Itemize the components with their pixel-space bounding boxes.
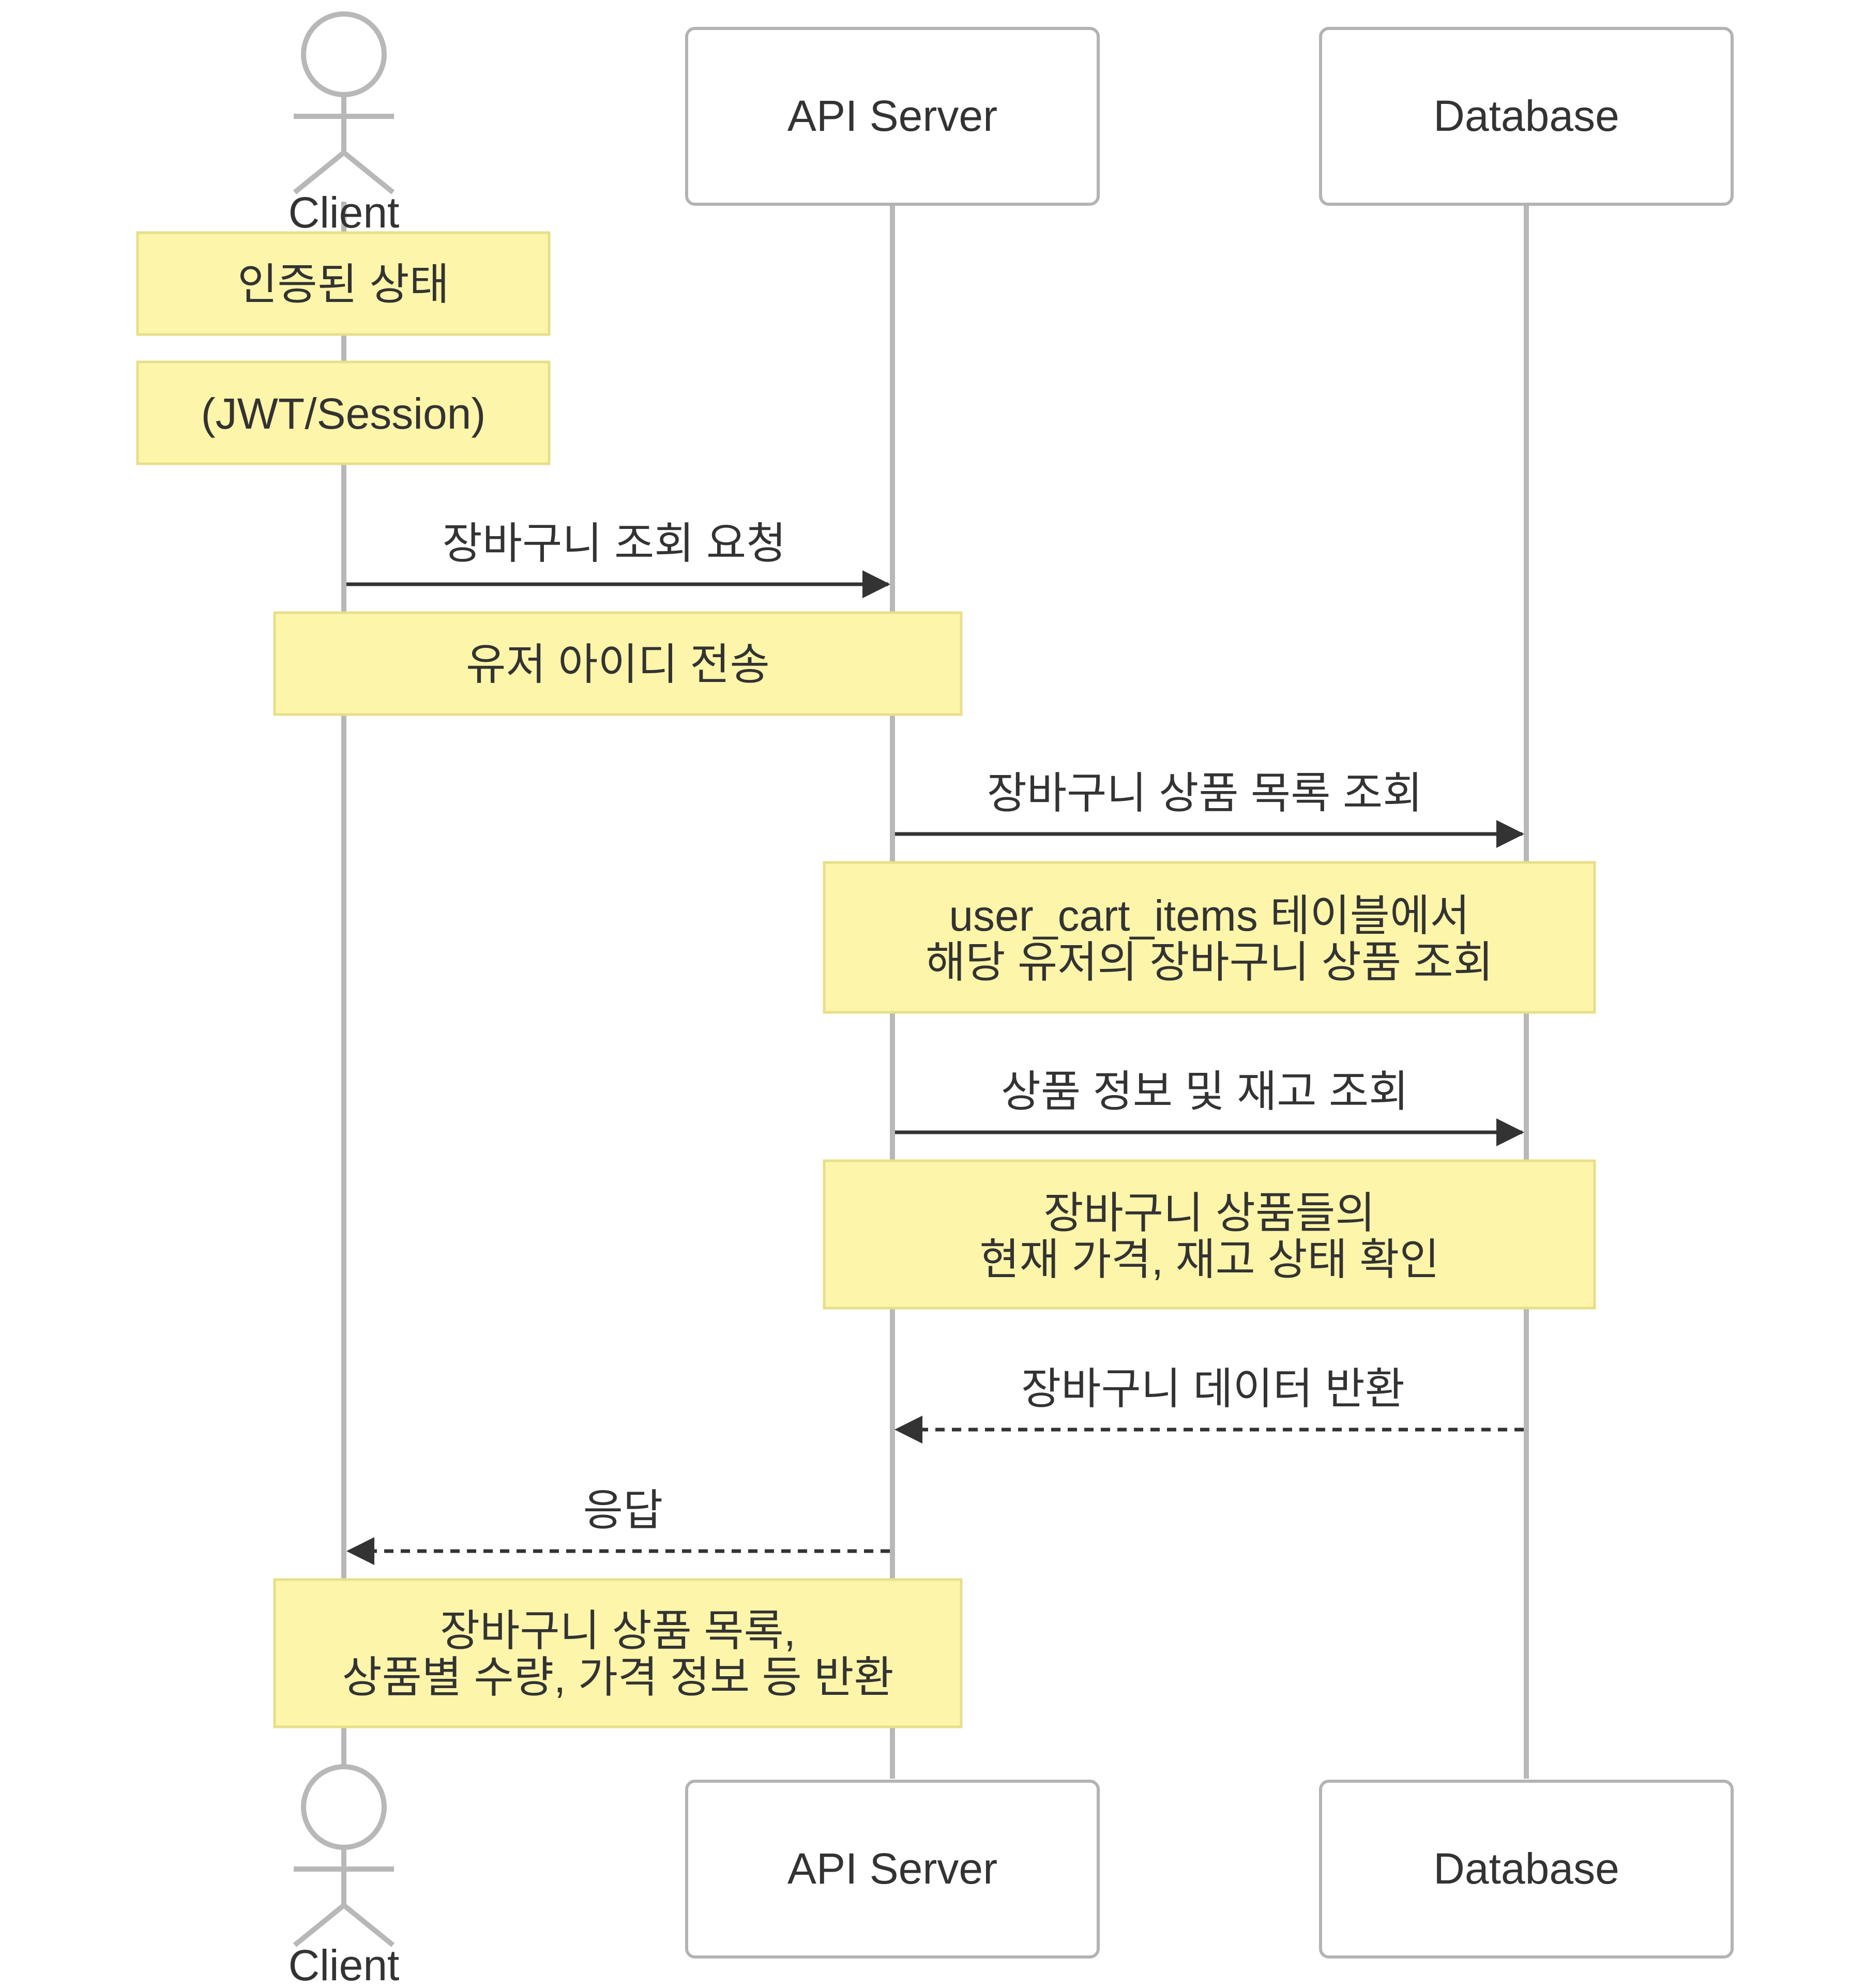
actor-head [301, 11, 387, 97]
message-product-stock-query: 상품 정보 및 재고 조회 [895, 1067, 1524, 1146]
client-label-bottom: Client [289, 1941, 400, 1985]
database-participant-top: Database [1319, 27, 1734, 206]
participant-box [685, 27, 1100, 206]
database-label-top: Database [1433, 92, 1619, 140]
actor-head [301, 1764, 387, 1850]
participant-box [1319, 27, 1734, 206]
note-text: (JWT/Session) [201, 389, 486, 438]
client-label-top: Client [289, 188, 400, 237]
note-response-contents: 장바구니 상품 목록, 상품별 수량, 가격 정보 등 반환 [273, 1578, 963, 1728]
message-cart-items-query: 장바구니 상품 목록 조회 [895, 769, 1524, 848]
message-response: 응답 [346, 1486, 890, 1565]
note-text: 인증된 상태 [237, 260, 449, 309]
participant-box [685, 1780, 1100, 1959]
api-server-participant-bottom: API Server [685, 1780, 1100, 1959]
note-authenticated: 인증된 상태 [136, 231, 551, 336]
note-check-price-stock: 장바구니 상품들의 현재 가격, 재고 상태 확인 [823, 1159, 1596, 1310]
client-actor-bottom: Client [289, 1764, 400, 1988]
note-text-line2: 상품별 수량, 가격 정보 등 반환 [342, 1653, 893, 1702]
arrowhead-icon [1496, 820, 1524, 848]
note-box [273, 1578, 963, 1728]
message-label: 상품 정보 및 재고 조회 [1001, 1067, 1409, 1116]
actor-leg-left [293, 150, 346, 194]
database-participant-bottom: Database [1319, 1780, 1734, 1959]
note-cart-items-table: user_cart_items 테이블에서 해당 유저의 장바구니 상품 조회 [823, 861, 1596, 1014]
note-text-line1: 장바구니 상품 목록, [440, 1606, 796, 1655]
actor-leg-right [342, 150, 395, 194]
message-cart-request: 장바구니 조회 요청 [346, 519, 890, 598]
message-label: 장바구니 조회 요청 [443, 519, 786, 568]
note-send-user-id: 유저 아이디 전송 [273, 611, 963, 716]
note-box [136, 360, 551, 465]
note-box [273, 611, 963, 716]
api-server-label-top: API Server [787, 92, 997, 140]
note-text-line1: user_cart_items 테이블에서 [949, 891, 1469, 940]
api-server-label-bottom: API Server [787, 1844, 997, 1893]
note-text-line2: 현재 가격, 재고 상태 확인 [979, 1235, 1439, 1284]
note-box [823, 1159, 1596, 1310]
arrowhead-icon [346, 1537, 374, 1565]
message-cart-data-return: 장바구니 데이터 반환 [894, 1364, 1524, 1444]
note-box [136, 231, 551, 336]
api-server-participant-top: API Server [685, 27, 1100, 206]
note-text: 유저 아이디 전송 [466, 640, 770, 689]
actor-leg-right [342, 1903, 395, 1947]
arrowhead-icon [894, 1416, 922, 1444]
note-text-line1: 장바구니 상품들의 [1043, 1189, 1375, 1237]
participant-box [1319, 1780, 1734, 1959]
message-label: 장바구니 데이터 반환 [1021, 1364, 1405, 1413]
arrowhead-icon [1496, 1118, 1524, 1146]
note-jwt-session: (JWT/Session) [136, 360, 551, 465]
database-label-bottom: Database [1433, 1844, 1619, 1893]
client-actor-top: Client [289, 11, 400, 237]
note-text-line2: 해당 유저의 장바구니 상품 조회 [926, 938, 1493, 987]
actor-leg-left [293, 1903, 346, 1947]
note-box [823, 861, 1596, 1014]
arrowhead-icon [862, 570, 890, 598]
message-label: 응답 [583, 1486, 663, 1535]
message-label: 장바구니 상품 목록 조회 [987, 769, 1423, 817]
